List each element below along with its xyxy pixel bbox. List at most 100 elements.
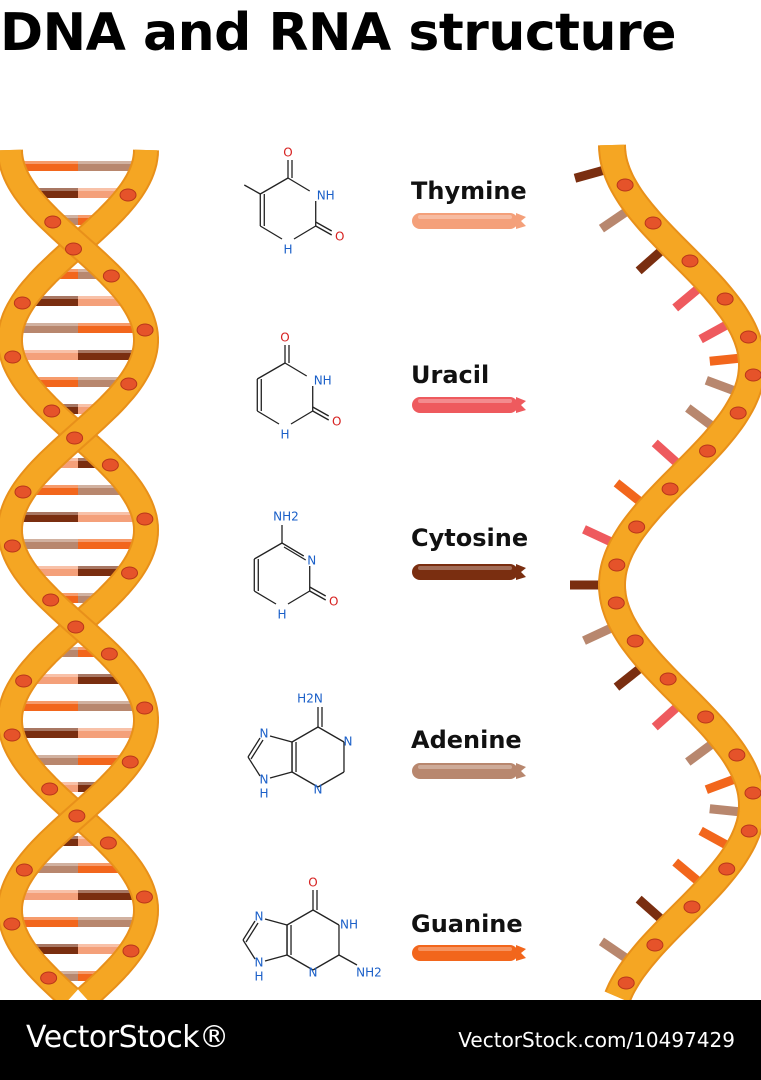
rna-phosphate-dot <box>699 444 717 458</box>
dna-backbone-b <box>0 149 157 1000</box>
stock-id-text: VectorStock.com/10497429 <box>458 1028 735 1052</box>
nitrogen-atom: H <box>255 970 264 984</box>
bond-line <box>284 362 308 377</box>
bond-line <box>317 771 345 788</box>
dna-base-pair-right <box>78 377 131 387</box>
bond-line <box>291 726 319 743</box>
dna-base-pair-shine <box>11 323 145 326</box>
dna-phosphate-dot <box>3 539 21 553</box>
dna-phosphate-dot <box>122 944 140 958</box>
dna-base-pair-left <box>11 701 79 711</box>
bond-line <box>281 542 305 557</box>
guanine-label: Guanine <box>411 910 523 938</box>
bond-line <box>253 590 277 605</box>
footer-bar: VectorStock® VectorStock.com/10497429 <box>0 1000 761 1080</box>
cytosine-label: Cytosine <box>411 524 529 552</box>
bond-line <box>309 590 327 601</box>
nitrogen-atom: H <box>260 787 269 801</box>
bar-tip <box>516 564 526 580</box>
dna-base-pair-left <box>25 377 78 387</box>
nitrogen-atom: H <box>280 428 289 442</box>
base-legend-bars <box>412 213 526 961</box>
nitrogen-atom: N <box>255 956 264 970</box>
dna-base-pair-left <box>11 728 78 738</box>
dna-phosphate-dot <box>120 377 138 391</box>
rna-phosphate-dot <box>739 330 757 344</box>
dna-base-pair-left <box>11 539 79 549</box>
oxygen-atom: O <box>280 331 289 345</box>
dna-base-pair-shine <box>49 404 107 407</box>
bond-line <box>287 177 311 192</box>
dna-base-pair-shine <box>48 593 108 596</box>
dna-base-pair-right <box>78 944 133 954</box>
dna-base-pair-shine <box>11 539 145 542</box>
dna-base-pair-shine <box>46 971 110 974</box>
dna-base-pair-right <box>78 674 131 684</box>
dna-base-pair-shine <box>12 161 144 164</box>
page-title: DNA and RNA structure <box>0 3 676 63</box>
rna-phosphate-dot <box>646 938 664 952</box>
nitrogen-atom: N <box>260 727 269 741</box>
rna-phosphate-dot <box>628 520 646 534</box>
dna-phosphate-dot <box>66 431 84 445</box>
rna-backbone <box>599 144 761 1000</box>
dna-phosphate-dot <box>44 215 62 229</box>
dna-base-pair-shine <box>24 755 132 758</box>
bond-line <box>290 410 314 425</box>
rna-phosphate-dot <box>608 558 626 572</box>
dna-phosphate-dot <box>121 755 139 769</box>
nitrogen-atom: N <box>314 783 323 797</box>
uracil-bar <box>412 397 518 413</box>
bar-shine <box>418 566 512 570</box>
dna-phosphate-dot <box>41 782 59 796</box>
bar-shine <box>418 765 512 769</box>
bond-line <box>309 586 327 597</box>
nitrogen-atom: NH <box>340 918 358 932</box>
oxygen-atom: O <box>283 146 292 160</box>
uracil-label: Uracil <box>411 361 490 389</box>
dna-base-pair-shine <box>23 944 133 947</box>
dna-base-pair-shine <box>47 458 109 461</box>
guanine-bar <box>412 945 518 961</box>
dna-base-pair-right <box>78 161 144 171</box>
rna-phosphate-dot <box>644 216 662 230</box>
dna-phosphate-dot <box>3 728 21 742</box>
dna-base-pair-right <box>78 350 144 360</box>
bond-line <box>338 954 358 966</box>
rna-phosphate-dot <box>659 672 677 686</box>
chemical-structures: OHNNHOOHNNHOOHNNNH2NNHNNH2NNNHNNHONH2 <box>242 146 382 984</box>
oxygen-atom: O <box>329 595 338 609</box>
dna-base-pair-left <box>23 296 78 306</box>
dna-base-pair-left <box>11 917 79 927</box>
dna-base-pair-right <box>78 566 131 576</box>
bond-line <box>286 954 314 971</box>
dna-base-pair-left <box>24 755 78 765</box>
thymine-label: Thymine <box>411 177 527 205</box>
nitrogen-atom: NH <box>317 189 335 203</box>
dna-phosphate-dot <box>136 701 154 715</box>
nitrogen-atom: N <box>307 554 316 568</box>
dna-base-pair-right <box>78 890 144 900</box>
dna-base-pair-shine <box>11 728 145 731</box>
bar-tip <box>516 945 526 961</box>
dna-phosphate-dot <box>65 242 83 256</box>
bond-line <box>247 737 261 758</box>
dna-base-pair-left <box>25 863 78 873</box>
dna-base-pair-left <box>12 350 79 360</box>
bond-line <box>264 918 288 926</box>
bond-line <box>256 410 280 425</box>
dna-base-pair-shine <box>11 917 145 920</box>
nitrogen-atom: N <box>343 735 352 749</box>
dna-base-pair-right <box>78 701 145 711</box>
dna-phosphate-dot <box>42 593 60 607</box>
dna-phosphate-dot <box>13 296 31 310</box>
oxygen-atom: O <box>332 415 341 429</box>
bond-line <box>242 939 256 960</box>
dna-base-pair-shine <box>11 701 145 704</box>
dna-phosphate-dot <box>136 323 154 337</box>
bond-line <box>269 735 293 743</box>
bond-line <box>293 225 317 240</box>
dna-base-pair-left <box>12 161 79 171</box>
bar-tip <box>516 763 526 779</box>
nitrogen-atom: H2N <box>297 692 323 706</box>
